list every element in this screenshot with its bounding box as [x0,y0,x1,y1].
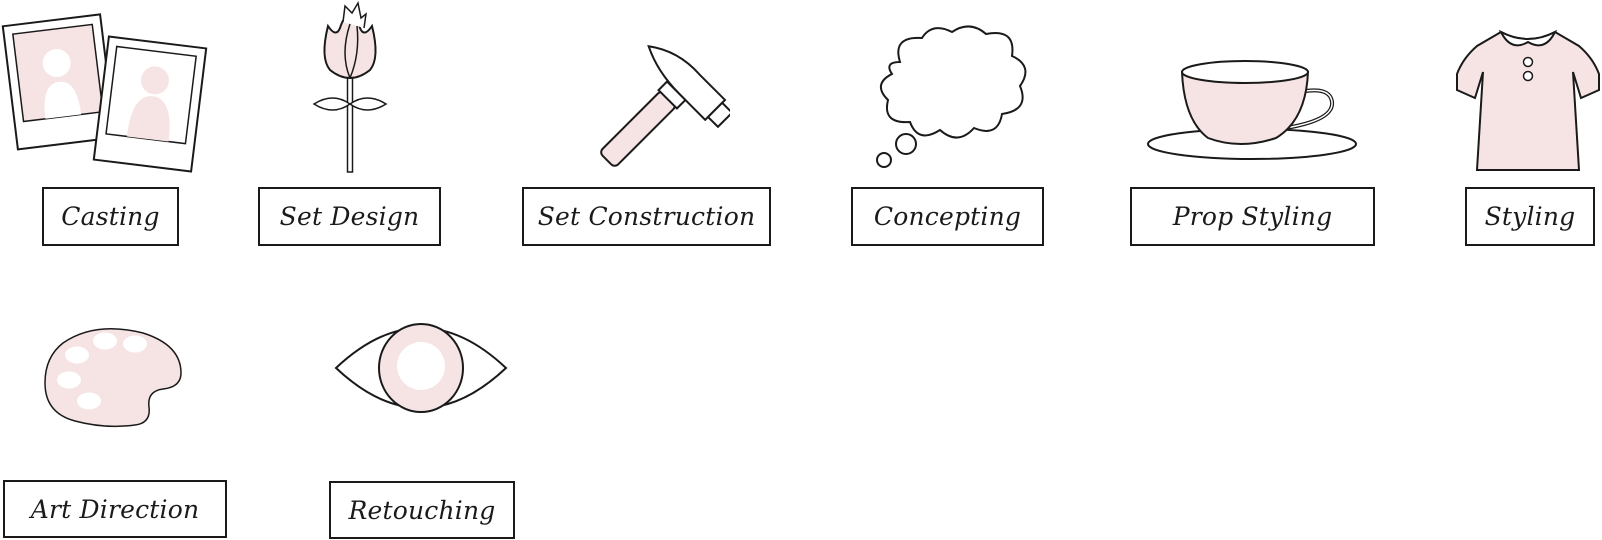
rose-icon [312,0,388,173]
service-label-retouching: Retouching [329,481,515,539]
service-label-set-construction: Set Construction [522,187,771,246]
hammer-icon [600,45,730,167]
service-label-text: Concepting [873,202,1022,231]
service-label-text: Set Design [279,202,420,231]
thought-bubble-icon [876,25,1027,168]
service-label-text: Art Direction [30,494,200,524]
service-label-styling: Styling [1465,187,1595,246]
teacup-icon [1147,60,1357,160]
dress-icon [1456,29,1600,171]
service-label-text: Prop Styling [1172,202,1333,231]
paint-palette-icon [44,328,182,428]
service-label-text: Styling [1484,202,1576,231]
eye-icon [334,323,508,413]
service-label-casting: Casting [42,187,179,246]
service-label-text: Retouching [348,495,496,525]
service-label-text: Set Construction [537,202,756,231]
service-label-art-direction: Art Direction [3,480,227,538]
service-label-text: Casting [61,202,160,231]
service-label-set-design: Set Design [258,187,441,246]
service-label-concepting: Concepting [851,187,1044,246]
polaroid-photos-icon [1,13,208,173]
service-label-prop-styling: Prop Styling [1130,187,1375,246]
